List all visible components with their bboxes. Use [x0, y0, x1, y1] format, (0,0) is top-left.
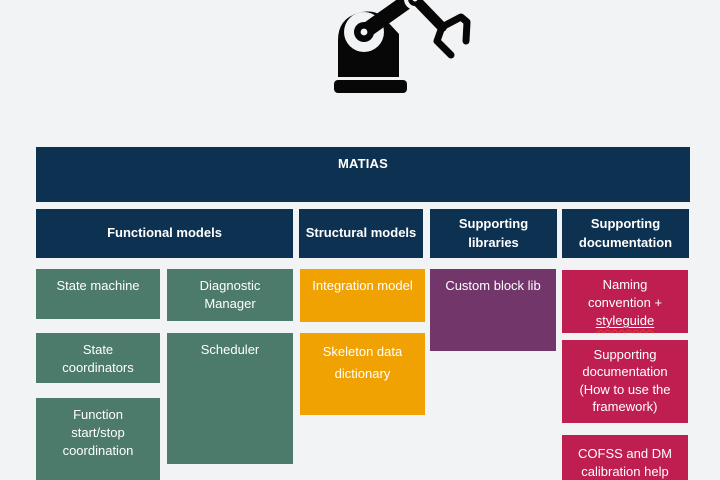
box-naming-convention-styleguide: Naming convention + styleguide	[562, 270, 688, 333]
column-header-functional-models: Functional models	[36, 209, 293, 258]
box-scheduler: Scheduler	[167, 333, 293, 464]
box-function-start-stop-coordination: Function start/stop coordination	[36, 398, 160, 480]
column-header-supporting-documentation: Supporting documentation	[562, 209, 689, 258]
box-diagnostic-manager: Diagnostic Manager	[167, 269, 293, 321]
root-box-matias: MATIAS	[36, 147, 690, 202]
box-skeleton-data-dictionary: Skeleton data dictionary	[300, 333, 425, 415]
box-state-machine: State machine	[36, 269, 160, 319]
naming-convention-text: Naming convention +	[587, 277, 663, 310]
box-custom-block-lib: Custom block lib	[430, 269, 556, 351]
column-header-supporting-libraries: Supporting libraries	[430, 209, 557, 258]
styleguide-underlined-text: styleguide	[595, 312, 655, 328]
robot-arm-icon	[334, 0, 471, 93]
box-state-coordinators: State coordinators	[36, 333, 160, 383]
box-cofss-dm-calibration-help: COFSS and DM calibration help	[562, 435, 688, 480]
box-integration-model: Integration model	[300, 269, 425, 322]
box-supporting-documentation-how-to: Supporting documentation (How to use the…	[562, 340, 688, 423]
column-header-structural-models: Structural models	[299, 209, 423, 258]
